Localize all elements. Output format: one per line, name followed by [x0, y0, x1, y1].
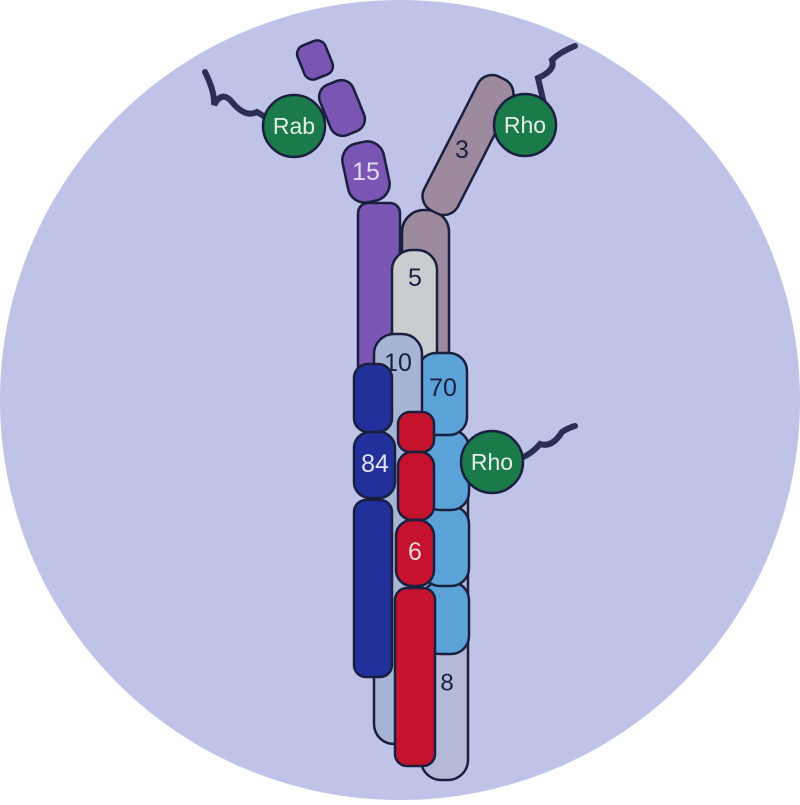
rho-lower-label: Rho	[471, 449, 513, 475]
sec6-segment-1	[396, 410, 436, 454]
exo84-subunit: 84	[352, 362, 397, 679]
rho-upper-lipid-tail	[534, 43, 578, 111]
rho-upper-gtpase: Rho	[492, 92, 558, 158]
rho-upper-circle	[492, 92, 558, 158]
rho-lower-lipid-tail	[512, 423, 578, 463]
sec6-label: 6	[408, 538, 422, 566]
rho-lower-gtpase: Rho	[459, 429, 525, 495]
sec6-segment-labeled	[394, 518, 436, 588]
exo70-label: 70	[429, 374, 457, 402]
sec8-label: 8	[440, 670, 453, 697]
rab-label: Rab	[273, 113, 315, 139]
exo84-label: 84	[361, 450, 389, 478]
sec15-segment-top	[295, 39, 335, 81]
exo84-segment-top	[352, 362, 394, 434]
sec6-subunit: 6	[393, 410, 437, 768]
sec5-label: 5	[408, 264, 422, 292]
sec3-arm	[421, 73, 515, 217]
exo84-segment-bottom	[352, 498, 394, 679]
rho-upper-label: Rho	[504, 112, 546, 138]
sec6-segment-bottom	[393, 586, 437, 768]
sec15-segment-labeled	[341, 140, 391, 204]
rab-gtpase: Rab	[261, 93, 327, 159]
rab-circle	[261, 93, 327, 159]
sec15-segment-middle	[317, 78, 367, 138]
rho-lower-circle	[459, 429, 525, 495]
sec3-label: 3	[455, 136, 469, 164]
sec6-segment-2	[396, 450, 436, 522]
exo84-segment-labeled	[352, 430, 397, 500]
sec15-label: 15	[352, 158, 380, 186]
rab-lipid-tail	[202, 69, 273, 123]
